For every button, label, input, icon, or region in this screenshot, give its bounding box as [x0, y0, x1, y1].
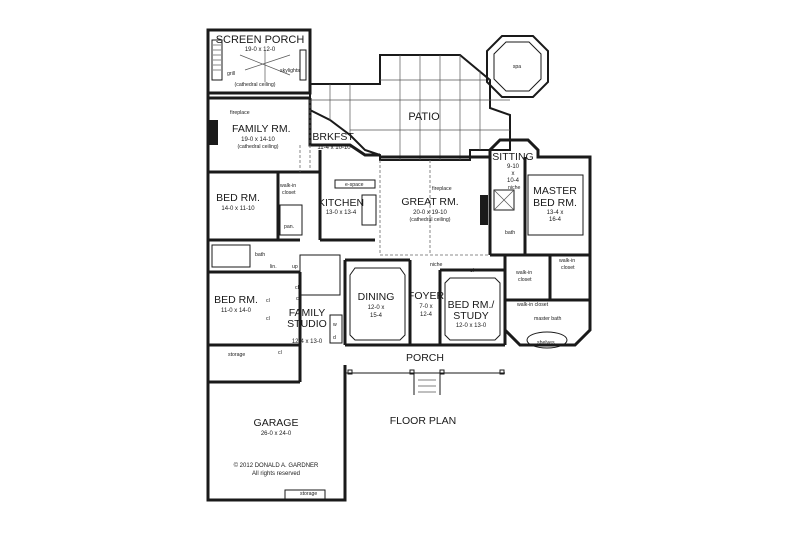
walkin-left-2: closet	[282, 190, 296, 196]
walkin-master-a-1: walk-in	[516, 270, 532, 276]
great-room-ceiling: (cathedral ceiling)	[410, 217, 451, 223]
master-tub	[526, 331, 568, 349]
kitchen-name: KITCHEN	[318, 197, 364, 209]
cl-d-label: cl	[266, 316, 270, 322]
bed-room-2-dims: 11-0 x 14-0	[221, 308, 252, 314]
cl-e-label: cl	[278, 350, 282, 356]
walkin-master-a-2: closet	[518, 277, 532, 283]
brkfst-dims: 11-4 x 10-10	[317, 145, 351, 151]
niche-master-label: niche	[508, 185, 521, 191]
bed-study-name-1: BED RM./	[448, 299, 495, 311]
cl-c-label: cl	[266, 298, 270, 304]
great-room-dims: 20-0 x 19-10	[413, 210, 447, 216]
family-fireplace-icon	[208, 120, 218, 145]
e-space-counter	[334, 179, 376, 189]
d-label: d	[333, 335, 336, 341]
w-label: w	[333, 322, 337, 328]
dining-dims-1: 12-0 x	[368, 305, 385, 311]
foyer-dims-1: 7-0 x	[419, 304, 432, 310]
bed-study-tray	[444, 277, 501, 341]
dining-dims-2: 15-4	[370, 313, 383, 319]
garage-name: GARAGE	[254, 417, 299, 429]
pan-label: pan.	[284, 224, 294, 230]
bed-study-dims: 12-0 x 13-0	[456, 323, 487, 329]
bed-room-2-name: BED RM.	[214, 294, 258, 306]
house-walls	[206, 93, 592, 502]
screen-porch-room	[206, 28, 312, 95]
master-bed-dims-2: 16-4	[549, 217, 562, 223]
niche-center-label: niche	[430, 262, 443, 268]
storage-bottom-label: storage	[300, 491, 317, 497]
fireplace-left-label: fireplace	[230, 110, 250, 116]
shelves-label: shelves	[537, 340, 555, 346]
screen-porch-dims: 19-0 x 12-0	[245, 47, 276, 53]
porch-area	[345, 369, 505, 395]
family-room-ceiling: (cathedral ceiling)	[238, 144, 279, 150]
sitting-name: SITTING	[492, 151, 533, 163]
fireplace-right-label: fireplace	[432, 186, 452, 192]
family-studio-name-2: STUDIO	[287, 318, 327, 330]
grill-label: grill	[227, 71, 235, 77]
lin-label: lin.	[270, 264, 277, 270]
foyer-dims-2: 12-4	[420, 312, 433, 318]
spa-name: spa	[513, 64, 521, 70]
kitchen-dims: 13-0 x 13-4	[326, 210, 357, 216]
porch-name: PORCH	[406, 352, 444, 364]
master-bed-dims-1: 13-4 x	[547, 210, 564, 216]
master-bed-tray	[527, 174, 584, 236]
walkin-master-b-1: walk-in	[559, 258, 575, 264]
walkin-closet-left-label: walk-in closet	[517, 302, 549, 308]
great-room-name: GREAT RM.	[401, 196, 458, 208]
spa-area	[486, 35, 549, 98]
brkfst-name: BRKFST.	[312, 131, 355, 143]
garage-dims: 26-0 x 24-0	[261, 431, 292, 437]
master-bath-label: master bath	[534, 316, 562, 322]
storage-top-label: storage	[228, 352, 245, 358]
garage-storage-box	[284, 489, 326, 501]
up-label: up	[292, 264, 298, 270]
washer-dryer-box	[329, 314, 343, 344]
cl-b-label: cl	[296, 296, 300, 302]
sitting-dims-3: 10-4	[507, 178, 520, 184]
walkin-master-b-2: closet	[561, 265, 575, 271]
walkin-left-1: walk-in	[280, 183, 296, 189]
family-studio-dims: 12-4 x 13-0	[292, 339, 323, 345]
skylights-label: skylights	[280, 68, 300, 74]
patio-area	[309, 54, 511, 161]
left-bath-box	[211, 244, 251, 268]
e-space-label: e-space	[345, 182, 364, 188]
dining-name: DINING	[358, 291, 395, 303]
sitting-dims-1: 9-10	[507, 164, 520, 170]
bath-left-label: bath	[255, 252, 265, 258]
patio-name: PATIO	[408, 111, 440, 123]
family-room-name: FAMILY RM.	[232, 123, 291, 135]
great-room-fireplace-icon	[480, 195, 488, 225]
dining-tray	[349, 267, 406, 341]
copyright-line-2: All rights reserved	[252, 471, 300, 477]
bed-room-1-name: BED RM.	[216, 192, 260, 204]
bed-study-name-2: STUDY	[453, 310, 489, 322]
kitchen-island	[361, 194, 377, 226]
screen-porch-ceiling: (cathedral ceiling)	[235, 82, 276, 88]
copyright-line-1: © 2012 DONALD A. GARDNER	[234, 462, 319, 469]
pantry-box	[279, 204, 303, 236]
screen-porch-name: SCREEN PORCH	[216, 34, 305, 46]
bed-room-1-dims: 14-0 x 11-10	[221, 206, 255, 212]
cl-f-label: cl	[470, 268, 474, 274]
master-bed-name-2: BED RM.	[533, 197, 577, 209]
bath-master-small-label: bath	[505, 230, 515, 236]
master-small-bath-box	[493, 189, 515, 211]
sitting-dims-2: x	[512, 171, 515, 177]
master-bed-name-1: MASTER	[533, 185, 577, 197]
family-room-dims: 19-0 x 14-10	[241, 137, 275, 143]
floor-plan-title: FLOOR PLAN	[390, 415, 457, 427]
foyer-name: FOYER	[408, 290, 445, 302]
family-studio-name-1: FAMILY	[289, 307, 326, 319]
cl-a-label: cl	[295, 285, 299, 291]
